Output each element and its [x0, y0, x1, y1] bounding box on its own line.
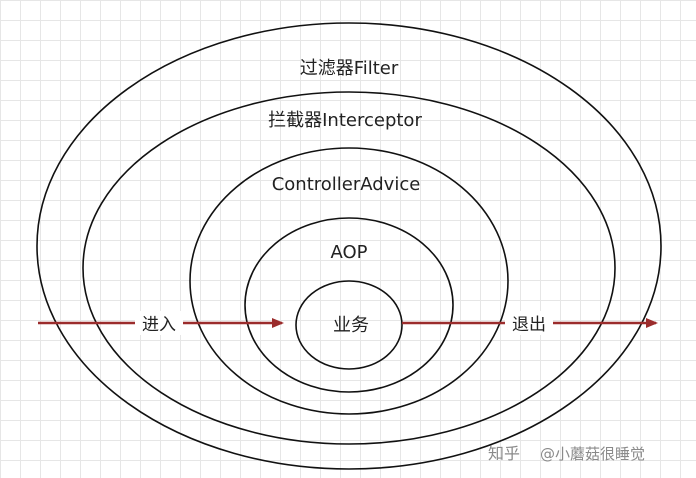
enter-label-bg [135, 311, 183, 335]
enter-label: 进入 [142, 315, 176, 335]
interceptor-layer-label: 拦截器Interceptor [268, 110, 422, 131]
business-core-ellipse [295, 280, 403, 370]
aop-layer-ellipse [244, 217, 454, 393]
watermark-author: @小蘑菇很睡觉 [540, 445, 645, 463]
interceptor-layer-ellipse [82, 91, 616, 445]
exit-label-bg [505, 311, 553, 335]
aop-layer-label: AOP [330, 242, 367, 263]
controlleradvice-layer-label: ControllerAdvice [272, 174, 421, 195]
business-core-label: 业务 [333, 315, 369, 336]
watermark-brand: 知乎 [488, 444, 520, 463]
exit-label: 退出 [512, 315, 546, 335]
controlleradvice-layer-ellipse [189, 147, 509, 415]
filter-layer-ellipse [36, 22, 662, 470]
filter-layer-label: 过滤器Filter [300, 58, 399, 79]
